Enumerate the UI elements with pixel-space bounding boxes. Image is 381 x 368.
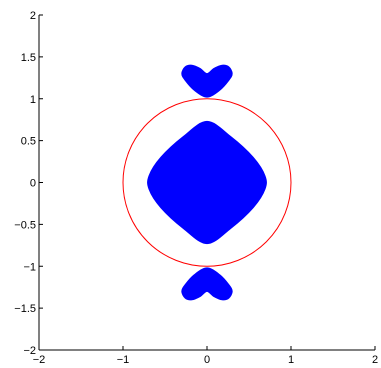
region-heart-lobe-upper bbox=[181, 64, 233, 98]
unit-circle bbox=[122, 98, 292, 267]
unit-circle-layer bbox=[122, 98, 292, 267]
y-tick-label: 0 bbox=[30, 178, 36, 190]
region-rounded-diamond bbox=[147, 120, 267, 245]
x-tick-label: −2 bbox=[33, 354, 46, 366]
y-tick-label: 2 bbox=[30, 10, 36, 22]
y-tick-label: −2 bbox=[23, 345, 36, 357]
y-tick-label: −1.5 bbox=[14, 303, 36, 315]
y-ticks: −2 −1.5 −1 −0.5 0 0.5 1 1.5 2 bbox=[14, 10, 43, 357]
x-tick-label: 2 bbox=[372, 354, 378, 366]
x-tick-label: 0 bbox=[204, 354, 210, 366]
y-tick-label: −1 bbox=[23, 261, 36, 273]
region-heart-lobe-lower bbox=[181, 267, 233, 301]
filled-regions bbox=[147, 64, 267, 301]
y-tick-label: 1.5 bbox=[21, 52, 36, 64]
y-tick-label: −0.5 bbox=[14, 219, 36, 231]
x-ticks: −2 −1 0 1 2 bbox=[33, 346, 378, 366]
y-tick-label: 0.5 bbox=[21, 136, 36, 148]
x-tick-label: 1 bbox=[288, 354, 294, 366]
y-tick-label: 1 bbox=[30, 94, 36, 106]
x-tick-label: −1 bbox=[117, 354, 130, 366]
